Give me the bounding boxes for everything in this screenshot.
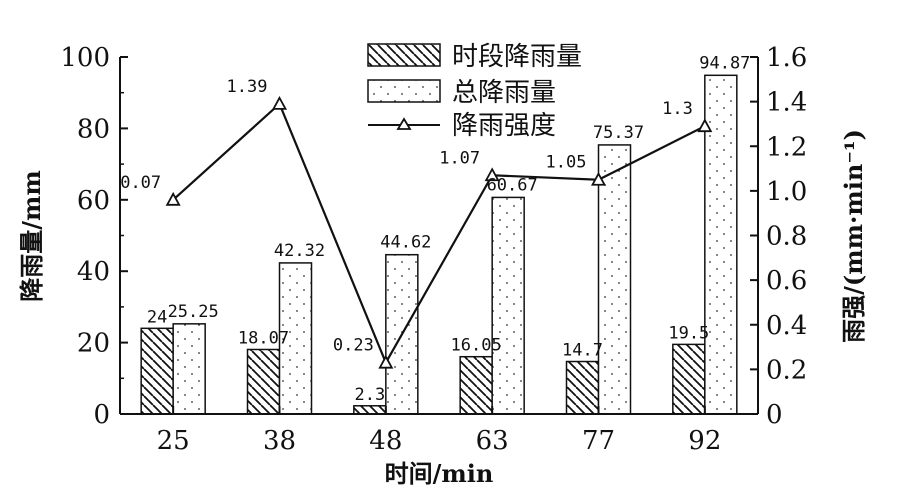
data-label-period-rainfall: 24 xyxy=(147,307,167,327)
x-ticks: 25 38 48 63 77 92 xyxy=(157,406,721,456)
data-label-intensity: 1.07 xyxy=(439,148,480,168)
bar-period-rainfall xyxy=(353,405,387,415)
intensity-point xyxy=(697,118,713,133)
right-y-tick-label: 0.6 xyxy=(766,266,807,296)
bars xyxy=(140,74,738,415)
intensity-point xyxy=(378,354,394,369)
left-y-tick-label: 20 xyxy=(77,329,110,359)
bar-period-rainfall xyxy=(459,355,493,415)
right-y-tick-label: 0.4 xyxy=(766,311,807,341)
intensity-point xyxy=(165,191,181,206)
legend-swatch-total-rainfall xyxy=(367,79,441,103)
right-y-tick-label: 1.6 xyxy=(766,43,807,73)
data-label-period-rainfall: 14.7 xyxy=(562,341,603,361)
bar-total-rainfall xyxy=(172,323,206,415)
data-label-total-rainfall: 75.37 xyxy=(593,123,644,143)
data-label-total-rainfall: 42.32 xyxy=(274,241,325,261)
data-label-intensity: 1.39 xyxy=(227,77,268,97)
data-label-total-rainfall: 94.87 xyxy=(699,53,750,73)
data-label-intensity: 1.3 xyxy=(662,99,693,119)
right-y-tick-label: 0.8 xyxy=(766,222,807,252)
data-label-intensity: 0.23 xyxy=(333,336,374,356)
intensity-line-path xyxy=(172,101,706,366)
data-label-period-rainfall: 18.07 xyxy=(238,328,289,348)
data-label-period-rainfall: 2.3 xyxy=(354,385,385,405)
right-y-tick-label: 1.4 xyxy=(766,88,807,118)
right-y-tick-label: 1.2 xyxy=(766,132,807,162)
left-y-tick-label: 0 xyxy=(93,400,110,430)
left-y-tick-label: 100 xyxy=(60,43,110,73)
intensity-line xyxy=(165,95,713,369)
x-tick-label: 38 xyxy=(263,426,296,456)
x-tick-label: 48 xyxy=(369,426,402,456)
legend-label-total-rainfall: 总降雨量 xyxy=(452,78,556,108)
left-y-tick-label: 80 xyxy=(77,114,110,144)
right-y-ticks: 0 0.2 0.4 0.6 0.8 1.0 1.2 1.4 1.6 xyxy=(750,43,807,430)
bar-total-rainfall xyxy=(491,196,525,415)
legend: 时段降雨量 总降雨量 降雨强度 xyxy=(367,42,582,141)
bar-period-rainfall xyxy=(565,360,600,415)
legend-label-intensity: 降雨强度 xyxy=(452,111,556,141)
data-label-total-rainfall: 60.67 xyxy=(487,175,538,195)
right-y-tick-label: 1.0 xyxy=(766,177,807,207)
x-tick-label: 92 xyxy=(688,426,721,456)
data-label-total-rainfall: 44.62 xyxy=(380,233,431,253)
bar-total-rainfall xyxy=(704,74,738,415)
left-y-ticks: 0 20 40 60 80 100 xyxy=(60,43,128,430)
intensity-point xyxy=(590,171,607,186)
x-tick-label: 25 xyxy=(157,426,190,456)
bar-period-rainfall xyxy=(672,343,706,415)
left-y-axis-title: 降雨量/mm xyxy=(17,170,46,302)
data-label-period-rainfall: 19.5 xyxy=(668,323,709,343)
right-y-tick-label: 0 xyxy=(766,400,783,430)
legend-label-period-rainfall: 时段降雨量 xyxy=(452,42,582,72)
left-y-tick-label: 60 xyxy=(77,186,110,216)
bar-total-rainfall xyxy=(278,262,313,415)
intensity-point xyxy=(271,95,288,110)
right-y-axis-title: 雨强/(mm·min⁻¹) xyxy=(839,129,868,343)
bar-period-rainfall xyxy=(246,348,281,415)
intensity-point xyxy=(484,167,500,182)
left-y-tick-label: 40 xyxy=(77,257,110,287)
x-tick-label: 63 xyxy=(476,426,509,456)
legend-marker-triangle-icon xyxy=(396,117,412,130)
data-label-period-rainfall: 16.05 xyxy=(451,336,502,356)
data-label-intensity: 0.07 xyxy=(120,173,161,193)
legend-swatch-period-rainfall xyxy=(367,43,441,67)
x-tick-label: 77 xyxy=(582,426,615,456)
x-axis-title: 时间/min xyxy=(385,459,494,488)
right-y-tick-label: 0.2 xyxy=(766,355,807,385)
data-label-intensity: 1.05 xyxy=(546,153,587,173)
data-label-total-rainfall: 25.25 xyxy=(168,302,219,322)
bar-period-rainfall xyxy=(140,327,174,415)
